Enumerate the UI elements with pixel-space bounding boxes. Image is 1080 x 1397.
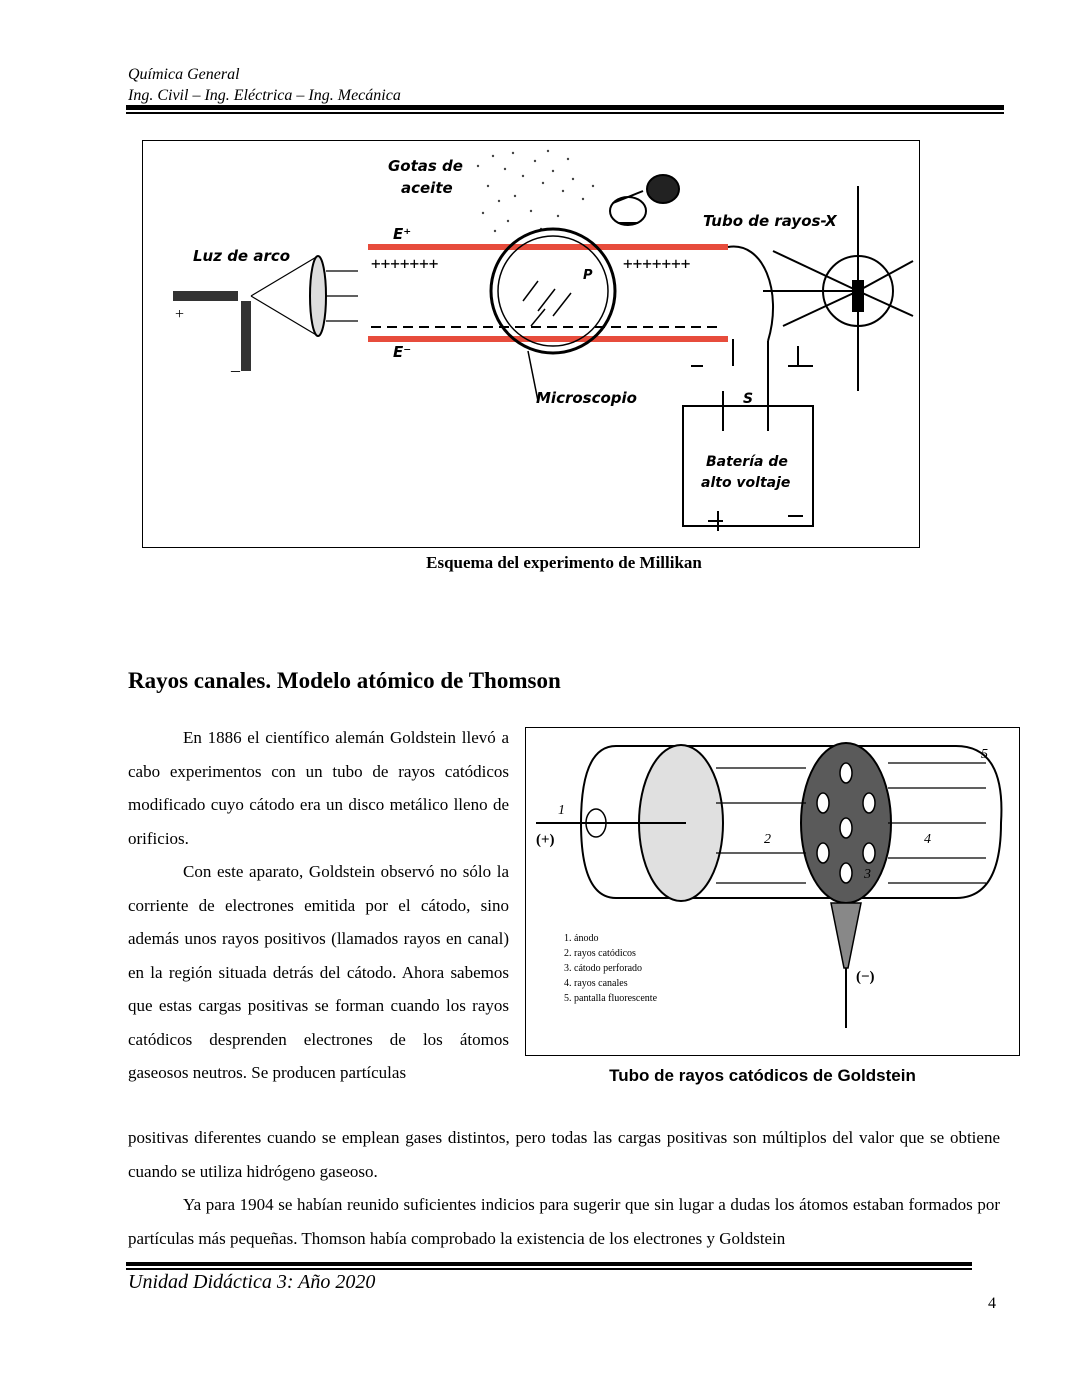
xray-tube [763,186,914,391]
positive-plate [368,244,728,250]
course-title: Química General [128,66,240,83]
e-plus-label: E⁺ [393,225,411,243]
label-4: 4 [924,832,931,847]
legend-item-2: 2. rayos catódicos [564,948,636,959]
legend-item-3: 3. cátodo perforado [564,963,642,974]
full-width-text: positivas diferentes cuando se emplean g… [128,1121,1000,1255]
tube-outline [579,745,1003,899]
label-1: 1 [558,803,565,818]
xray-tube-label: Tubo de rayos-X [703,212,838,230]
drop-tracks [522,280,572,327]
course-careers: Ing. Civil – Ing. Eléctrica – Ing. Mecán… [128,87,401,104]
legend-item-1: 1. ánodo [564,933,598,944]
light-rays [250,255,358,337]
oil-drops-mist [476,149,595,238]
cathode-sign: (−) [856,969,875,985]
circuit [682,245,814,531]
anode [585,808,607,838]
cathode-stem [830,902,862,969]
oil-drops-label-2: aceite [401,179,453,197]
label-3: 3 [863,867,871,882]
footer-text: Unidad Didáctica 3: Año 2020 [128,1271,376,1293]
goldstein-figure: 1 (+) 2 3 4 5 (−) 1. ánodo 2. rayos cató… [525,727,1020,1056]
battery-label: Batería de [706,454,788,470]
oil-drops-label: Gotas de [388,157,463,175]
arc-electrode-horizontal [173,291,238,301]
header-rule-thin [126,112,1004,114]
legend-item-4: 4. rayos canales [564,978,628,989]
arc-light-label: Luz de arco [193,247,290,265]
legend-item-5: 5. pantalla fluorescente [564,993,658,1004]
microscope-label: Microscopio [536,389,637,407]
label-2: 2 [764,832,771,847]
goldstein-caption: Tubo de rayos catódicos de Goldstein [609,1066,916,1085]
arc-minus: – [230,360,241,380]
paragraph-2: Con este aparato, Goldstein observó no s… [128,862,509,1082]
plus-charges: +++++++ [371,254,438,273]
section-title: Rayos canales. Modelo atómico de Thomson [128,668,561,693]
paragraph-2-continued: positivas diferentes cuando se emplean g… [128,1128,1000,1181]
microscope-view [489,227,617,355]
page-number: 4 [988,1295,996,1312]
ray-arrows [716,762,986,884]
footer-rule-thin [126,1268,972,1270]
page-header: Química General Ing. Civil – Ing. Eléctr… [128,64,401,106]
arc-plus: + [175,306,184,323]
header-rule [126,105,1004,110]
switch-label: S [743,391,753,407]
negative-plate [368,336,728,342]
arc-electrode-vertical [241,301,251,371]
p-label: P [583,268,593,283]
millikan-diagram: Gotas de aceite Tubo de rayos-X E⁺ E⁻ ++… [173,149,914,531]
millikan-caption: Esquema del experimento de Millikan [426,553,702,572]
figure-legend: 1. ánodo 2. rayos catódicos 3. cátodo pe… [564,933,658,1004]
millikan-figure: Gotas de aceite Tubo de rayos-X E⁺ E⁻ ++… [142,140,920,548]
lens [309,255,327,337]
plus-charges-right: +++++++ [623,254,690,273]
cathode-holes [816,762,876,884]
footer-rule [126,1262,972,1266]
battery-label-2: alto voltaje [701,475,790,491]
goldstein-diagram: 1 (+) 2 3 4 5 (−) 1. ánodo 2. rayos cató… [536,742,1003,1028]
paragraph-1: En 1886 el científico alemán Goldstein l… [128,728,509,848]
paragraph-3: Ya para 1904 se habían reunido suficient… [128,1195,1000,1248]
label-5: 5 [981,747,988,762]
anode-sign: (+) [536,832,555,848]
e-minus-label: E⁻ [393,343,411,361]
atomizer [609,174,680,226]
text-column: En 1886 el científico alemán Goldstein l… [128,721,509,1090]
